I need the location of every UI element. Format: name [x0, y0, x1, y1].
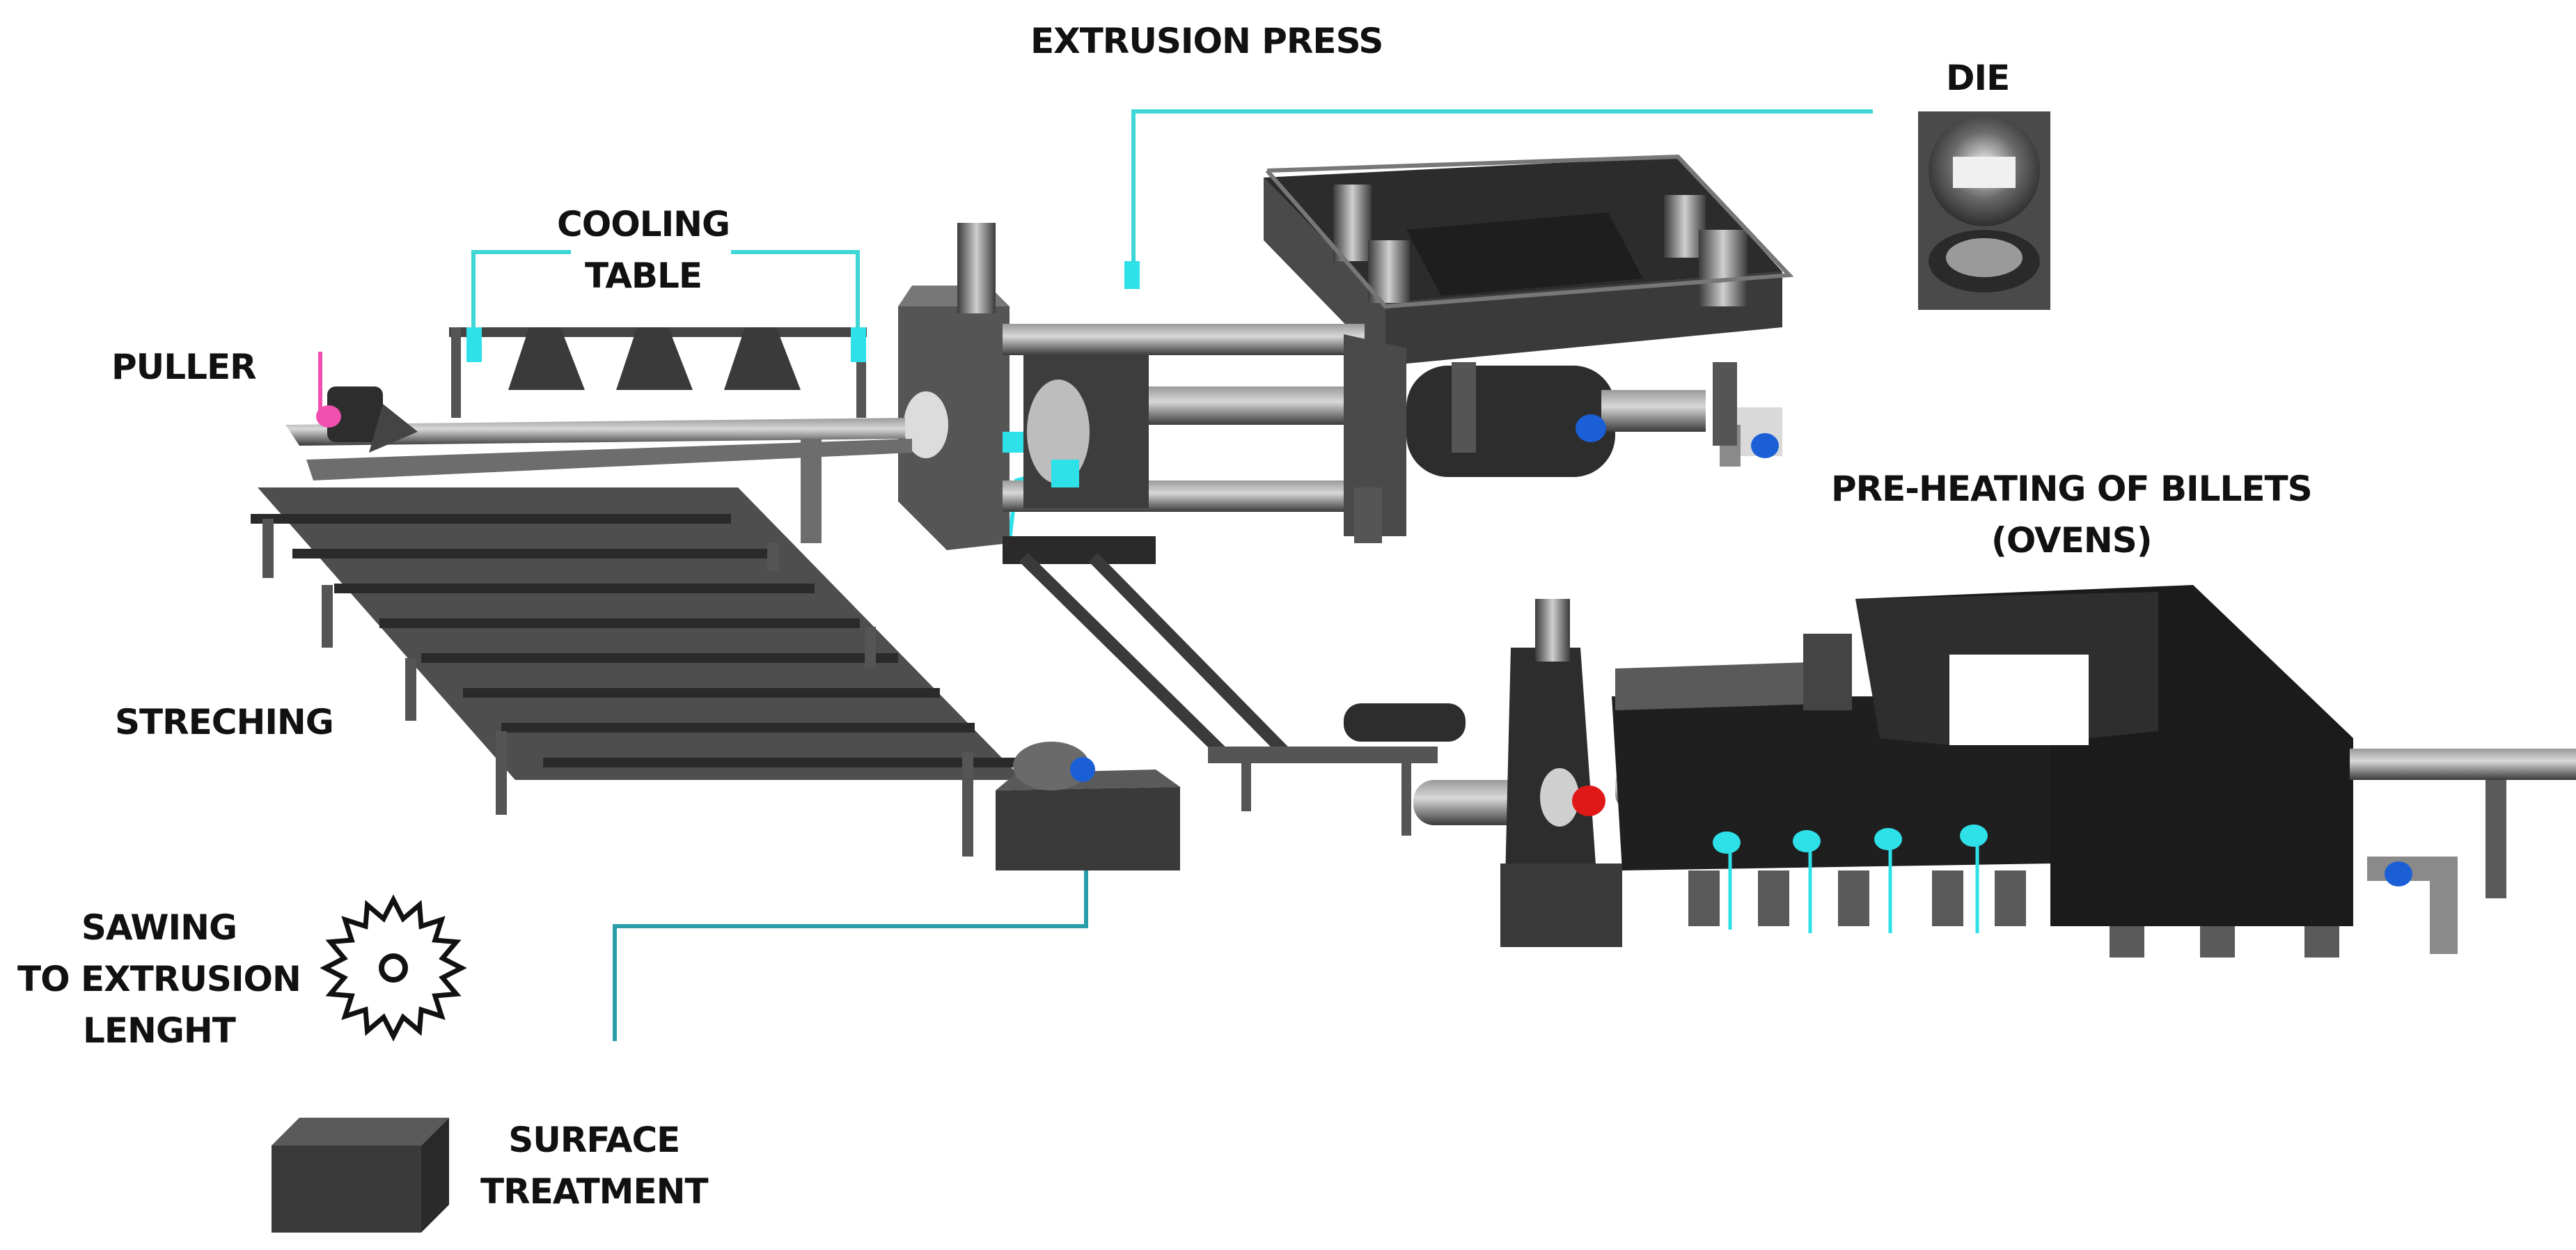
valve-markers — [316, 261, 2412, 933]
sawing-label-line-3: LENGHT — [83, 1010, 236, 1051]
die-photo — [1918, 111, 2050, 310]
cooling-table-label: COOLING TABLE — [557, 198, 730, 302]
saw-station — [996, 742, 1180, 870]
stretching-table — [251, 487, 1023, 857]
cooling-table-label-line-1: COOLING — [557, 204, 730, 244]
die-label: DIE — [1946, 58, 2010, 98]
preheating-label: PRE-HEATING OF BILLETS (OVENS) — [1831, 463, 2313, 566]
extrusion-press-label: EXTRUSION PRESS — [1030, 21, 1383, 61]
cooling-table-label-line-2: TABLE — [585, 256, 702, 296]
circular-saw-blade-icon — [320, 894, 467, 1042]
preheating-label-line-2: (OVENS) — [1991, 520, 2153, 561]
sawing-label: SAWING TO EXTRUSION LENGHT — [17, 902, 301, 1056]
surface-treatment-label-line-1: SURFACE — [508, 1120, 680, 1160]
surface-treatment-block-icon — [272, 1118, 449, 1233]
extrusion-press — [898, 154, 1794, 550]
sawing-label-line-1: SAWING — [81, 907, 237, 948]
puller-runout — [285, 386, 912, 543]
cooling-table — [449, 327, 867, 418]
cooling-table-leader-right — [731, 250, 860, 355]
preheating-label-line-1: PRE-HEATING OF BILLETS — [1831, 469, 2313, 509]
extrusion-press-leader — [1131, 109, 1873, 261]
sawing-label-line-2: TO EXTRUSION — [17, 959, 301, 999]
surface-treatment-label-line-2: TREATMENT — [480, 1171, 709, 1212]
cooling-table-leader-left — [471, 250, 571, 355]
billet-transfer — [1003, 536, 1466, 836]
streching-label: STRECHING — [115, 702, 334, 742]
puller-label: PULLER — [111, 347, 257, 387]
surface-treatment-label: SURFACE TREATMENT — [480, 1114, 709, 1217]
preheating-ovens — [1413, 585, 2576, 958]
